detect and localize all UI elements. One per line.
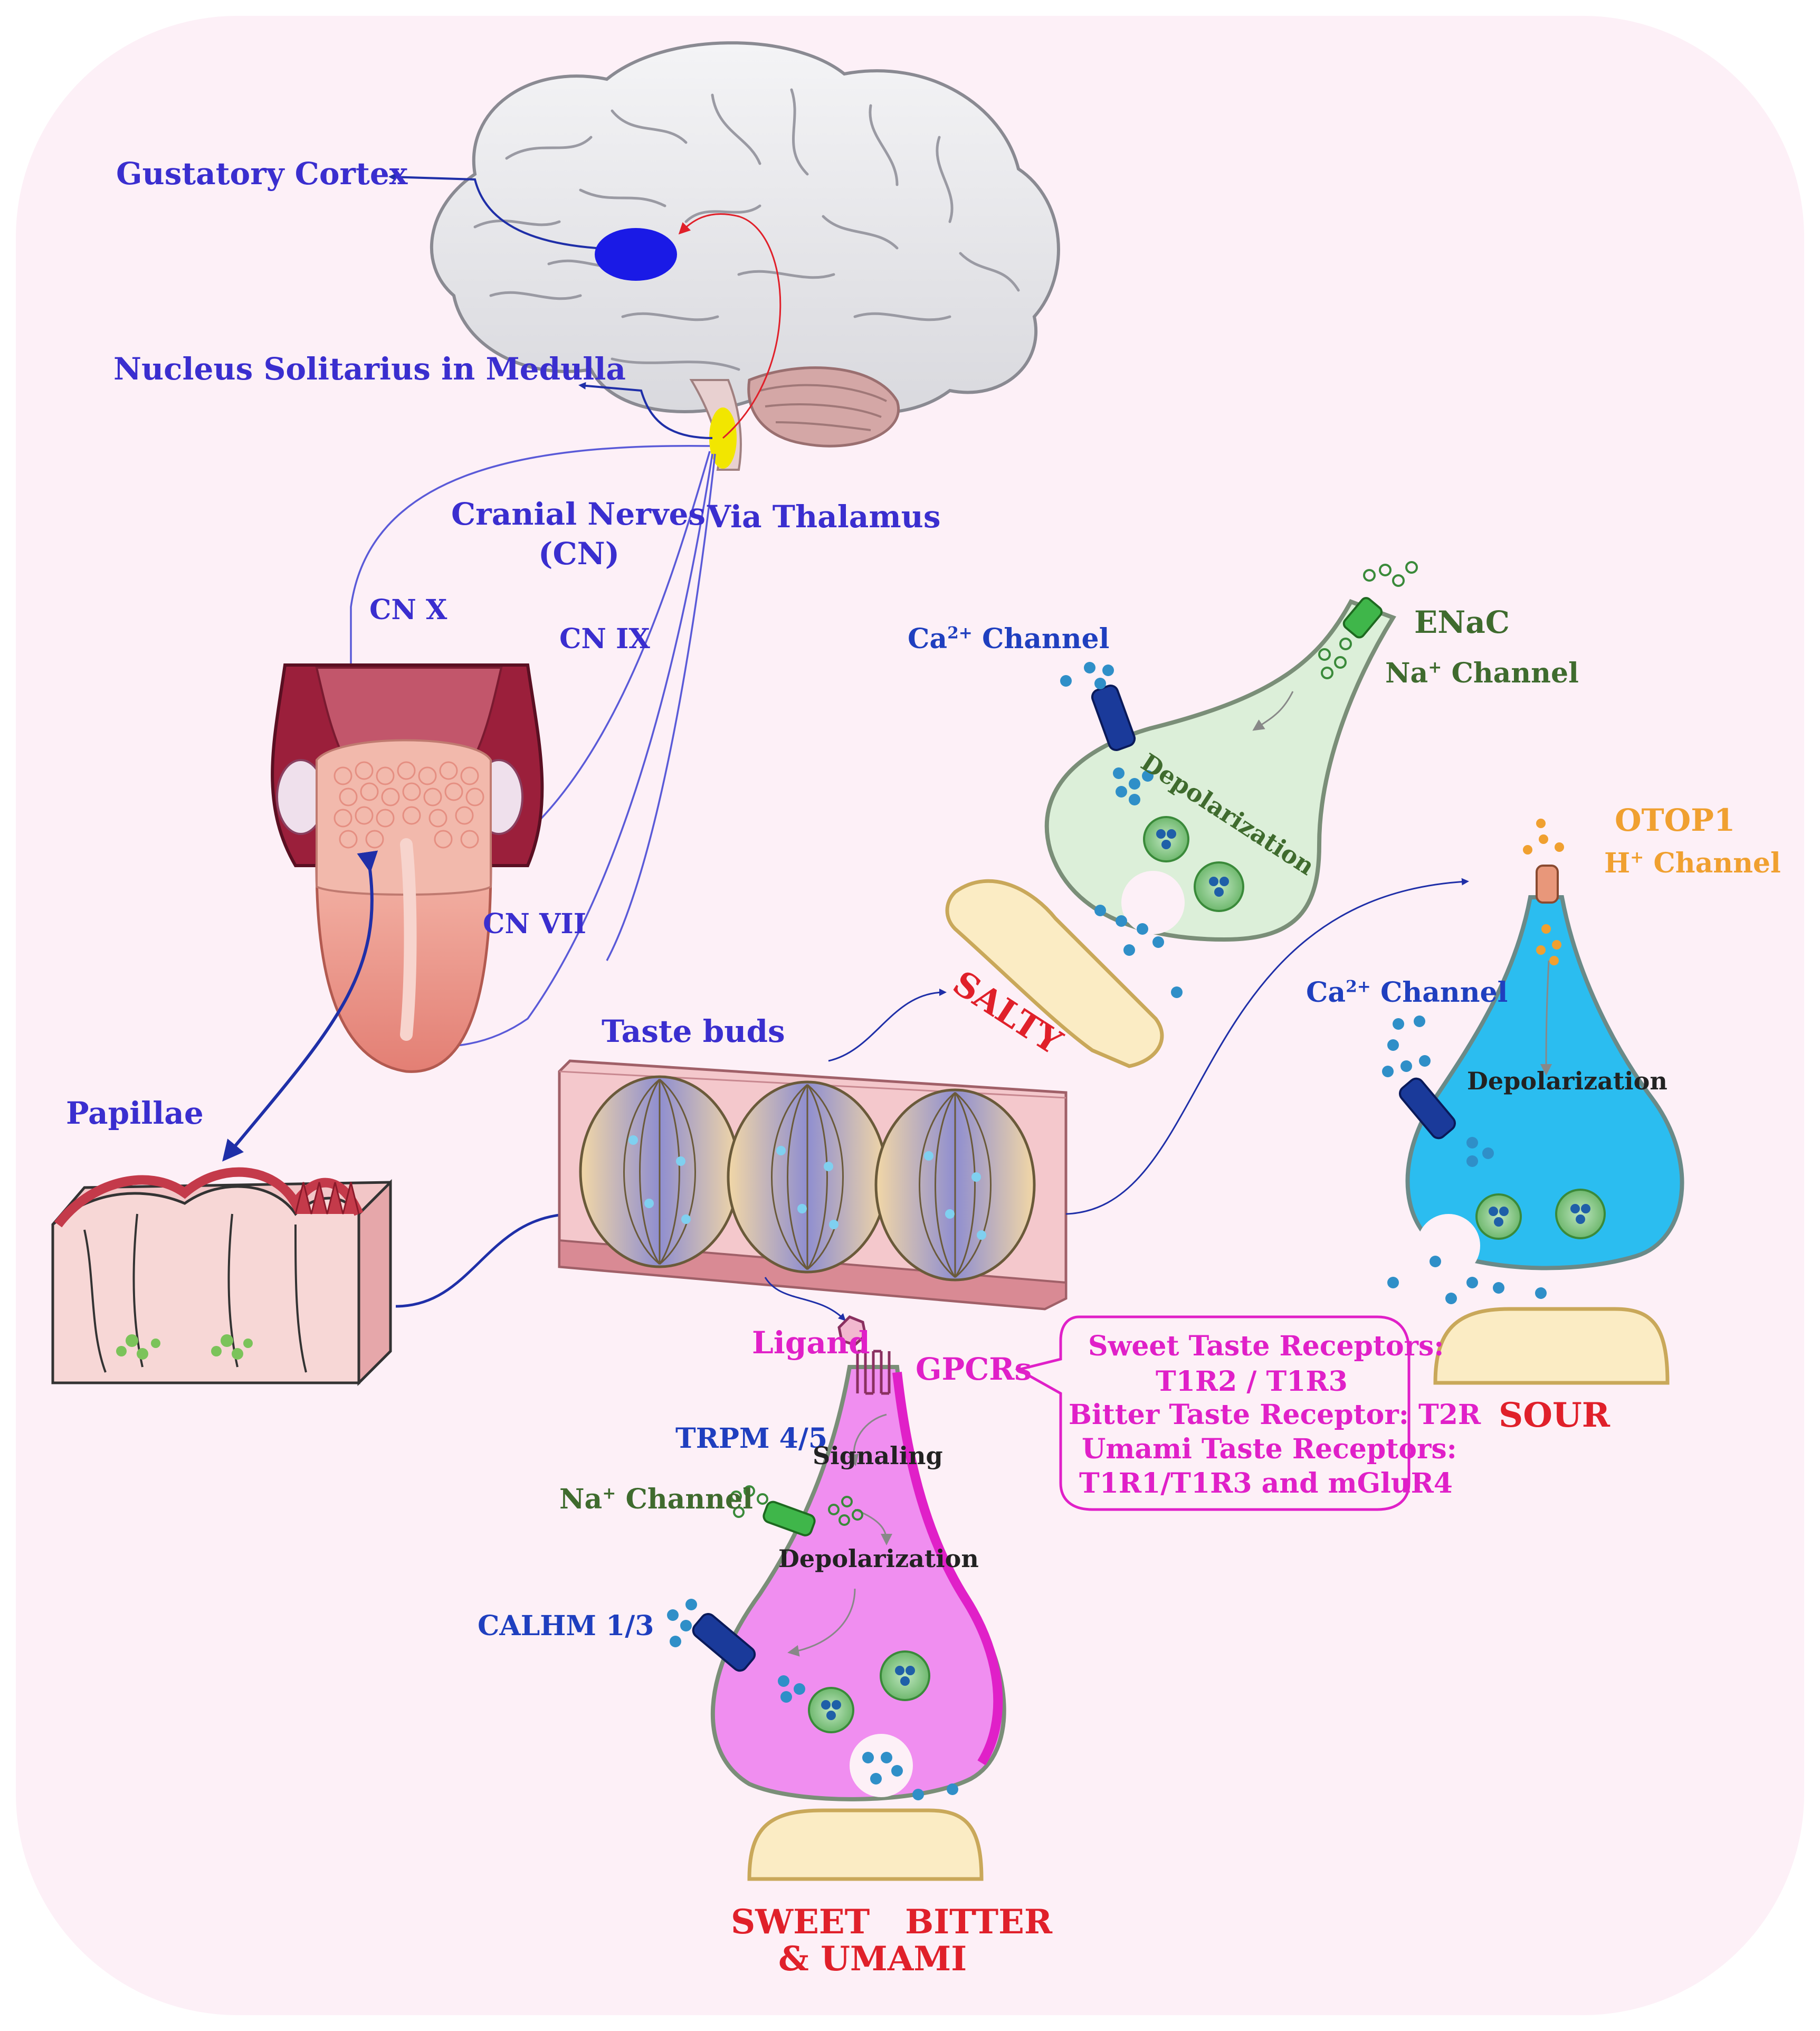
- trpm-channel: [763, 1501, 816, 1536]
- cranial-nerves-abbrev-label: (CN): [538, 536, 620, 572]
- salty-enac-channel: [1342, 597, 1383, 639]
- taste-buds-illustration: [558, 1059, 1068, 1311]
- trpm-label: TRPM 4/5: [675, 1422, 828, 1455]
- salty-synapse-base: [945, 879, 1164, 1068]
- cranial-nerves-label: Cranial Nerves: [451, 496, 706, 532]
- papillae-label: Papillae: [66, 1095, 204, 1131]
- sweet-depolarization-label: Depolarization: [778, 1544, 979, 1573]
- sweet-cell: [667, 1315, 1006, 1801]
- sour-title: SOUR: [1499, 1396, 1610, 1435]
- cn-ix-label: CN IX: [559, 623, 650, 655]
- sour-ca-channel-label: Ca2+ Channel: [1306, 976, 1508, 1009]
- via-thalamus-label: Via Thalamus: [707, 499, 941, 535]
- signaling-arrow: [847, 1413, 887, 1466]
- sweet-bitter-title: SWEET BITTER: [731, 1902, 1053, 1942]
- gustatory-cortex-arrow: [388, 173, 597, 249]
- background-panel: [16, 16, 1804, 2015]
- nucleus-solitarius-arrow: [578, 382, 713, 439]
- papillae-to-taste-buds-arrow: [395, 1203, 583, 1308]
- cn-vii-label: CN VII: [483, 908, 587, 940]
- sour-ca-channel: [1399, 1077, 1456, 1140]
- sour-depolarization-label: Depolarization: [1467, 1067, 1667, 1095]
- sour-synapse-base: [1433, 1307, 1670, 1385]
- signaling-label: Signaling: [813, 1441, 943, 1470]
- salty-depolarization-arrow: [1252, 691, 1294, 731]
- calhm-channel: [692, 1613, 756, 1672]
- thalamus-pathway-arrow: [678, 213, 782, 439]
- gpcr-receptor: [856, 1350, 891, 1395]
- papillae-link-arrow: [222, 850, 378, 1162]
- salty-cell: [1044, 561, 1418, 998]
- umami-title: & UMAMI: [778, 1939, 967, 1979]
- receptors-line-5: T1R1/T1R3 and mGluR4: [1079, 1467, 1453, 1499]
- taste-buds-to-sour-arrow: [1065, 878, 1469, 1215]
- sour-otop1-channel: [1536, 865, 1559, 904]
- receptors-line-2: T1R2 / T1R3: [1156, 1365, 1348, 1398]
- taste-buds-label: Taste buds: [602, 1013, 785, 1049]
- receptors-line-4: Umami Taste Receptors:: [1082, 1433, 1457, 1465]
- cn-x-label: CN X: [369, 594, 447, 626]
- receptors-callout-box: [1015, 1315, 1411, 1511]
- taste-buds-to-salty-arrow: [828, 989, 947, 1062]
- gpcrs-label: GPCRs: [916, 1351, 1032, 1387]
- sweet-synapse-base: [747, 1808, 984, 1881]
- sour-cell: [1382, 819, 1684, 1304]
- gustatory-cortex-label: Gustatory Cortex: [116, 156, 408, 192]
- taste-bud-3: [874, 1088, 1036, 1282]
- receptors-line-3: Bitter Taste Receptor: T2R: [1069, 1399, 1481, 1431]
- taste-bud-1: [579, 1075, 740, 1268]
- gustatory-cortex-spot: [595, 228, 677, 281]
- papillae-illustration: [51, 1167, 392, 1387]
- salty-ca-channel-label: Ca2+ Channel: [908, 623, 1110, 655]
- calhm-label: CALHM 1/3: [478, 1610, 654, 1642]
- otop1-label: OTOP1: [1615, 802, 1736, 838]
- nucleus-solitarius-label: Nucleus Solitarius in Medulla: [113, 351, 626, 387]
- salty-na-channel-label: Na+ Channel: [1385, 657, 1579, 689]
- receptors-line-1: Sweet Taste Receptors:: [1088, 1330, 1444, 1362]
- h-channel-label: H+ Channel: [1604, 847, 1781, 879]
- ligand-label: Ligand: [752, 1325, 870, 1361]
- sweet-depolarization-arrow-2: [787, 1588, 856, 1657]
- taste-buds-to-sweet-arrow: [764, 1277, 846, 1321]
- ligand-hexagon: [837, 1315, 867, 1346]
- taste-bud-2: [727, 1080, 888, 1274]
- enac-label: ENaC: [1414, 604, 1510, 640]
- sour-depolarization-arrow: [1540, 960, 1552, 1076]
- sweet-na-channel-label: Na+ Channel: [559, 1483, 753, 1515]
- brain-illustration: [430, 41, 1060, 471]
